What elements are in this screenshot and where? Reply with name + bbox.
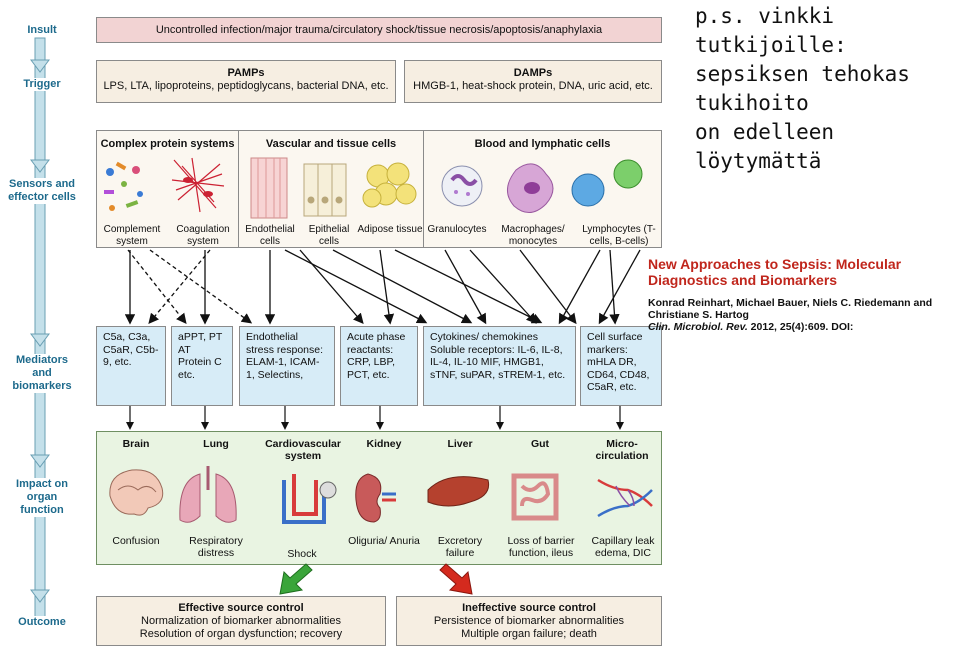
stage-outcome: Outcome bbox=[7, 616, 77, 629]
gut-icon bbox=[511, 473, 559, 521]
outcome-effective-line2: Resolution of organ dysfunction; recover… bbox=[139, 628, 343, 640]
microcirculation-icon bbox=[597, 478, 653, 518]
mediator-to-organ-arrows bbox=[126, 406, 624, 430]
reference-authors: Konrad Reinhart, Michael Bauer, Niels C.… bbox=[648, 297, 933, 321]
effective-arrow bbox=[279, 563, 313, 595]
outcome-effective: Effective source control Normalization o… bbox=[96, 596, 386, 646]
reference-journal: Clin. Microbiol. Rev. bbox=[648, 321, 748, 333]
outcome-ineffective-line2: Multiple organ failure; death bbox=[461, 628, 597, 640]
outcome-effective-line1: Normalization of biomarker abnormalities bbox=[141, 615, 341, 627]
organ-effect-brain: Confusion bbox=[112, 535, 160, 547]
kidney-icon bbox=[355, 473, 396, 523]
insult-box: Uncontrolled infection/major trauma/circ… bbox=[96, 17, 662, 43]
organ-icons bbox=[109, 466, 653, 524]
pamps-box: PAMPs LPS, LTA, lipoproteins, peptidogly… bbox=[96, 60, 396, 103]
item-lymphocytes: Lymphocytes (T-cells, B-cells) bbox=[582, 224, 656, 247]
reference-title: New Approaches to Sepsis: Molecular Diag… bbox=[648, 256, 902, 288]
organ-microcirculation: Micro- circulation bbox=[595, 438, 649, 462]
group-vascular-tissue: Vascular and tissue cells bbox=[265, 138, 397, 150]
organ-effect-cardiovascular: Shock bbox=[287, 548, 317, 560]
reference-citation: Clin. Microbiol. Rev. 2012, 25(4):609. D… bbox=[648, 321, 960, 333]
stage-impact: Impact on organ function bbox=[7, 478, 77, 517]
granulocyte-icon bbox=[441, 165, 483, 207]
mediator-cell-surface: Cell surface markers: mHLA DR, CD64, CD4… bbox=[580, 326, 662, 406]
organ-lung: Lung bbox=[203, 438, 229, 450]
pamps-text: LPS, LTA, lipoproteins, peptidoglycans, … bbox=[103, 80, 389, 92]
organ-effect-kidney: Oliguria/ Anuria bbox=[348, 535, 420, 547]
brain-icon bbox=[109, 469, 164, 516]
stage-trigger: Trigger bbox=[7, 78, 77, 91]
organ-effect-liver: Excretory failure bbox=[437, 535, 483, 559]
organ-cardiovascular: Cardiovascular system bbox=[265, 438, 341, 462]
coagulation-icon bbox=[171, 157, 225, 213]
item-endothelial: Endothelial cells bbox=[245, 224, 295, 247]
mediator-acute-phase: Acute phase reactants: CRP, LBP, PCT, et… bbox=[340, 326, 418, 406]
item-epithelial: Epithelial cells bbox=[308, 224, 350, 247]
mediator-endothelial: Endothelial stress response: ELAM-1, ICA… bbox=[239, 326, 335, 406]
ineffective-arrow bbox=[439, 563, 473, 595]
organ-brain: Brain bbox=[122, 438, 150, 450]
epithelial-icon bbox=[303, 163, 347, 217]
complement-icon bbox=[104, 161, 143, 211]
outcome-ineffective: Ineffective source control Persistence o… bbox=[396, 596, 662, 646]
stage-arrow-column bbox=[30, 37, 50, 622]
endothelial-icon bbox=[250, 157, 288, 219]
mediator-coagulation: aPPT, PT AT Protein C etc. bbox=[171, 326, 233, 406]
macrophage-icon bbox=[507, 163, 554, 213]
item-macrophages: Macrophages/ monocytes bbox=[501, 224, 565, 247]
group-complex-protein: Complex protein systems bbox=[100, 138, 235, 150]
damps-title: DAMPs bbox=[513, 67, 553, 79]
liver-icon bbox=[427, 476, 490, 507]
item-adipose: Adipose tissue bbox=[357, 224, 423, 235]
organ-effect-gut: Loss of barrier function, ileus bbox=[507, 535, 575, 559]
lung-icon bbox=[179, 466, 237, 523]
organ-effect-lung: Respiratory distress bbox=[189, 535, 243, 559]
damps-box: DAMPs HMGB-1, heat-shock protein, DNA, u… bbox=[404, 60, 662, 103]
stage-mediators: Mediators and biomarkers bbox=[7, 354, 77, 393]
outcome-effective-title: Effective source control bbox=[178, 602, 304, 614]
side-note: p.s. vinkki tutkijoille: sepsiksen tehok… bbox=[695, 4, 910, 173]
outcome-arrows bbox=[279, 563, 473, 595]
stage-sensors: Sensors and effector cells bbox=[7, 178, 77, 204]
lymphocyte-icon bbox=[571, 159, 643, 207]
damps-text: HMGB-1, heat-shock protein, DNA, uric ac… bbox=[413, 80, 653, 92]
organ-panel bbox=[96, 431, 662, 565]
group-blood-lymph: Blood and lymphatic cells bbox=[474, 138, 611, 150]
cardiovascular-icon bbox=[282, 474, 337, 524]
reference-volume: 2012, 25(4):609. DOI: bbox=[747, 321, 854, 333]
outcome-ineffective-line1: Persistence of biomarker abnormalities bbox=[433, 615, 625, 627]
organ-effect-microcirculation: Capillary leak edema, DIC bbox=[591, 535, 655, 559]
item-granulocytes: Granulocytes bbox=[427, 224, 487, 235]
sensor-icons bbox=[104, 157, 643, 219]
organ-liver: Liver bbox=[447, 438, 473, 450]
adipose-icon bbox=[362, 162, 417, 208]
mediator-cytokines: Cytokines/ chemokines Soluble receptors:… bbox=[423, 326, 576, 406]
organ-kidney: Kidney bbox=[366, 438, 402, 450]
item-complement: Complement system bbox=[103, 224, 161, 247]
mediator-complement: C5a, C3a, C5aR, C5b-9, etc. bbox=[96, 326, 166, 406]
item-coagulation: Coagulation system bbox=[176, 224, 230, 247]
pamps-title: PAMPs bbox=[227, 67, 265, 79]
stage-insult: Insult bbox=[7, 24, 77, 37]
outcome-ineffective-title: Ineffective source control bbox=[462, 602, 596, 614]
organ-gut: Gut bbox=[530, 438, 550, 450]
